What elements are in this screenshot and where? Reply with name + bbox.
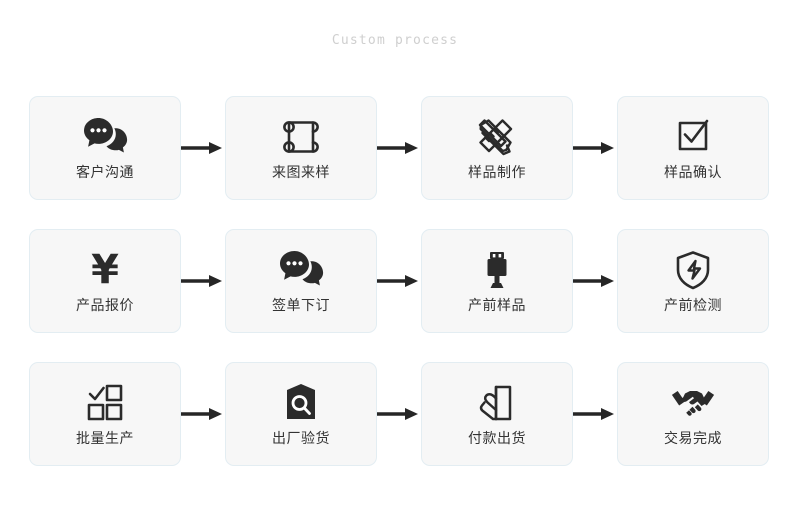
right-arrow-icon: [573, 229, 617, 333]
right-arrow-icon: [377, 362, 421, 466]
process-step-label: 产品报价: [76, 297, 134, 313]
process-step-label: 出厂验货: [272, 430, 330, 446]
process-step-label: 签单下订: [272, 297, 330, 313]
right-arrow-icon: [377, 229, 421, 333]
squares-check-icon: [82, 381, 128, 425]
process-row: 批量生产 出厂验货: [0, 362, 790, 466]
process-step-card[interactable]: 交易完成: [617, 362, 769, 466]
process-step-card[interactable]: 样品确认: [617, 96, 769, 200]
checkbox-check-icon: [670, 115, 716, 159]
process-step-card[interactable]: 批量生产: [29, 362, 181, 466]
right-arrow-icon: [573, 362, 617, 466]
scroll-drawing-icon: [278, 115, 324, 159]
process-step-card[interactable]: ¥ 产品报价: [29, 229, 181, 333]
right-arrow-icon: [181, 229, 225, 333]
process-step-label: 付款出货: [468, 430, 526, 446]
process-step-label: 来图来样: [272, 164, 330, 180]
shield-bolt-icon: [670, 248, 716, 292]
process-step-card[interactable]: 来图来样: [225, 96, 377, 200]
handshake-icon: [670, 381, 716, 425]
right-arrow-icon: [181, 96, 225, 200]
chat-bubbles-icon: [278, 248, 324, 292]
page-title: Custom process: [331, 33, 459, 48]
process-step-label: 批量生产: [76, 430, 134, 446]
process-step-card[interactable]: 付款出货: [421, 362, 573, 466]
process-step-label: 客户沟通: [76, 164, 134, 180]
right-arrow-icon: [573, 96, 617, 200]
process-step-card[interactable]: 产前检测: [617, 229, 769, 333]
pencil-ruler-icon: [474, 115, 520, 159]
process-step-card[interactable]: 客户沟通: [29, 96, 181, 200]
chat-bubbles-icon: [82, 115, 128, 159]
right-arrow-icon: [377, 96, 421, 200]
process-step-label: 交易完成: [664, 430, 722, 446]
process-step-card[interactable]: 出厂验货: [225, 362, 377, 466]
process-step-card[interactable]: 产前样品: [421, 229, 573, 333]
yen-glyph: ¥: [91, 247, 119, 293]
process-step-card[interactable]: 签单下订: [225, 229, 377, 333]
yen-currency-icon: ¥: [91, 248, 119, 292]
hand-card-icon: [474, 381, 520, 425]
box-magnifier-icon: [278, 381, 324, 425]
process-step-label: 产前检测: [664, 297, 722, 313]
process-step-label: 样品确认: [664, 164, 722, 180]
process-rows: 客户沟通: [0, 96, 790, 466]
process-step-label: 产前样品: [468, 297, 526, 313]
process-step-label: 样品制作: [468, 164, 526, 180]
usb-connector-icon: [474, 248, 520, 292]
process-step-card[interactable]: 样品制作: [421, 96, 573, 200]
right-arrow-icon: [181, 362, 225, 466]
process-row: ¥ 产品报价 签单下订: [0, 229, 790, 333]
process-row: 客户沟通: [0, 96, 790, 200]
